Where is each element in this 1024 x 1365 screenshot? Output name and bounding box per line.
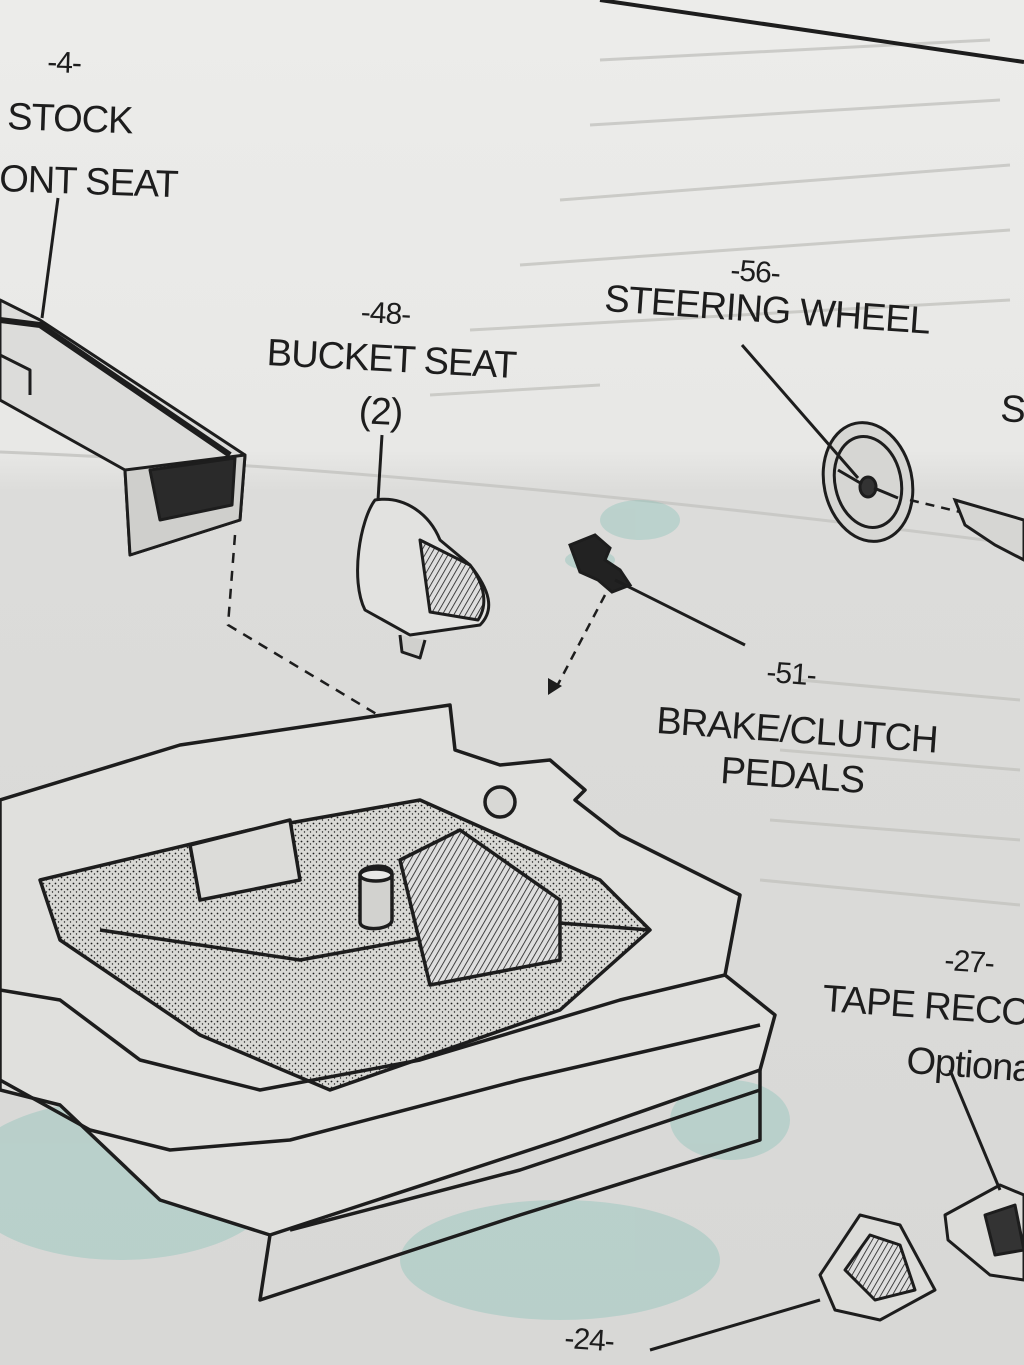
tape-recorder-optional: Optiona <box>905 1040 1024 1091</box>
bucket-seat-leader <box>376 434 384 501</box>
stock-seat-label-line2: ONT SEAT <box>0 158 179 207</box>
bucket-seat-drawing <box>356 497 491 660</box>
show-through-text <box>429 38 1021 907</box>
pedals-arrowhead <box>548 678 562 695</box>
tape-recorder-leader <box>948 1069 1002 1191</box>
partial-label-s: S <box>999 388 1024 432</box>
stock-seat-number: -4- <box>46 45 82 81</box>
part-24-leader <box>649 1298 821 1352</box>
steering-wheel-leader <box>740 344 860 479</box>
stock-seat-label-line1: STOCK <box>6 96 134 143</box>
stock-seat-leader <box>40 197 60 319</box>
seat-install-line <box>226 534 521 802</box>
top-border-line <box>599 0 1024 64</box>
stock-front-seat-drawing <box>0 298 247 557</box>
steering-install-line <box>909 498 961 514</box>
bucket-seat-qty: (2) <box>357 390 404 435</box>
pedals-number: -51- <box>765 655 817 693</box>
interior-tub-drawing <box>0 703 777 1302</box>
tape-recorder-number: -27- <box>943 943 995 981</box>
steering-wheel-drawing <box>821 421 915 543</box>
bucket-seat-number: -48- <box>360 295 412 332</box>
steering-column-drawing <box>952 497 1024 562</box>
tape-recorder-drawing <box>818 1183 1024 1322</box>
pedals-install-arrow <box>553 594 607 691</box>
pedals-drawing <box>568 533 746 647</box>
part-24-number: -24- <box>563 1321 615 1359</box>
